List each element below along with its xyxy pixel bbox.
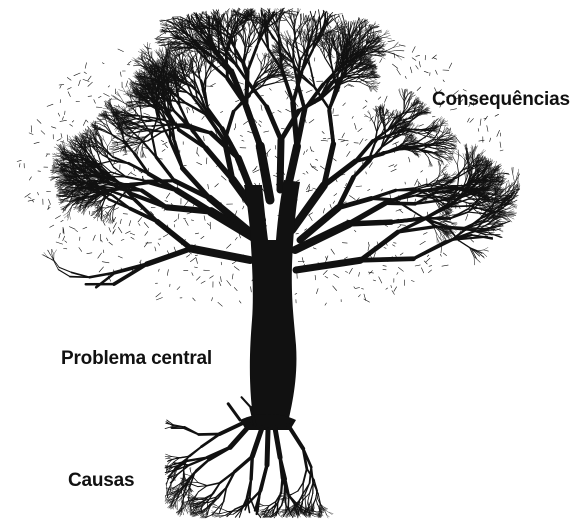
tree-roots — [165, 397, 333, 518]
tree-trunk — [240, 180, 300, 430]
central-problem-label: Problema central — [61, 348, 212, 370]
causes-label: Causas — [68, 470, 134, 492]
consequences-label: Consequências — [432, 89, 570, 111]
